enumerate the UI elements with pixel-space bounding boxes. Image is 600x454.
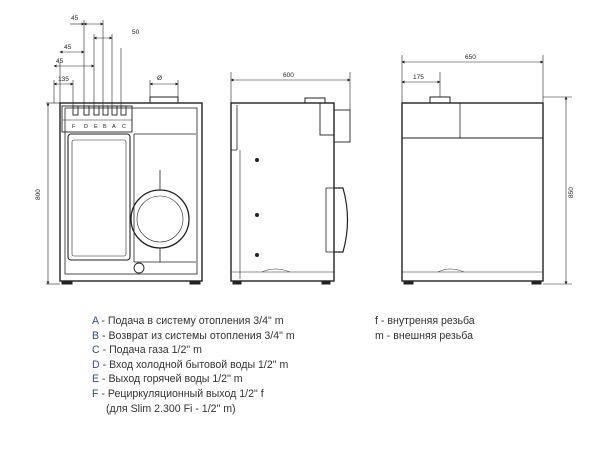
legend-text-d: - Вход холодной бытовой воды 1/2" m (99, 358, 289, 371)
side-view: 600 (230, 72, 351, 285)
dim-650: 650 (465, 54, 476, 61)
legend-item-c: C - Подача газа 1/2" m (92, 343, 295, 358)
legend-key-b: B (92, 329, 100, 342)
dim-175: 175 (413, 74, 424, 81)
legend-text-b: - Возврат из системы отопления 3/4" m (99, 329, 295, 342)
legend-key-a: A (92, 315, 99, 327)
legend-text-c: - Подача газа 1/2" m (99, 344, 202, 357)
legend-note: (для Slim 2.300 Fi - 1/2" m) (106, 402, 236, 415)
conn-label-a: A (112, 124, 116, 130)
dim-800: 800 (35, 189, 42, 200)
hot-water-tank (67, 133, 131, 261)
thread-legend: f - внутреняя резьба m - внешняя резьба (375, 314, 475, 343)
dim-600: 600 (283, 72, 294, 79)
pump (133, 262, 145, 274)
side-flue-duct (333, 109, 351, 143)
dim-850: 850 (568, 187, 575, 198)
legend-item-d: D - Вход холодной бытовой воды 1/2" m (92, 358, 295, 373)
legend-item-a: A - Подача в систему отопления 3/4" m (92, 314, 295, 329)
dim-45-middle: 45 (64, 44, 72, 51)
side-casing (230, 102, 335, 282)
front-inner-frame (64, 107, 198, 275)
legend-text-e: - Выход горячей воды 1/2" m (99, 373, 243, 386)
legend-item-f: F - Рециркуляционный выход 1/2" f (92, 387, 295, 402)
boiler-dimension-drawing: F D E B A C (35, 15, 575, 285)
legend-item-b: B - Возврат из системы отопления 3/4" m (92, 329, 295, 344)
dim-45-lower: 45 (56, 58, 64, 65)
thread-note-f: f - внутреняя резьба (375, 315, 475, 327)
legend-key-c: C (92, 344, 100, 357)
front-dimension-lines (46, 20, 179, 285)
dim-50: 50 (132, 29, 140, 36)
connection-valves (72, 105, 127, 116)
dim-diameter: Ø (157, 75, 162, 82)
conn-label-f: F (72, 124, 76, 130)
conn-label-d: D (84, 124, 88, 130)
side-flue-stub (304, 97, 326, 104)
rear-flue-stub (429, 96, 451, 104)
legend-item-e: E - Выход горячей воды 1/2" m (92, 372, 295, 387)
connections-legend: A - Подача в систему отопления 3/4" m B … (92, 314, 295, 416)
rear-casing (401, 102, 544, 282)
conn-label-c: C (122, 124, 126, 130)
legend-key-e: E (92, 373, 100, 386)
front-flue-stub (149, 96, 179, 104)
rear-view: 650 175 850 (401, 54, 575, 285)
conn-label-b: B (103, 124, 107, 130)
heat-exchanger-circle (130, 189, 190, 249)
side-exchanger-drum (334, 187, 349, 253)
legend-key-f: F (92, 387, 99, 400)
dim-135: 135 (58, 76, 69, 83)
dim-45-top: 45 (71, 15, 79, 22)
thread-note-m: m - внешняя резьба (375, 329, 474, 342)
legend-key-d: D (92, 358, 100, 371)
front-view: F D E B A C (35, 15, 203, 285)
legend-text-f: - Рециркуляционный выход 1/2" f (98, 387, 264, 400)
front-casing (59, 102, 203, 282)
legend-text-a: - Подача в систему отопления 3/4" m (98, 315, 284, 327)
conn-label-e: E (94, 124, 98, 130)
